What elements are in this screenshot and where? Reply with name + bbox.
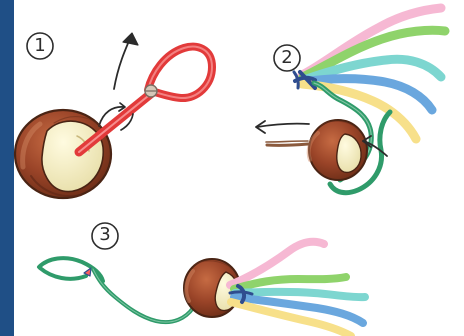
step-1-circle xyxy=(27,33,53,59)
step-2-circle xyxy=(274,45,300,71)
step-3-circle xyxy=(92,223,118,249)
